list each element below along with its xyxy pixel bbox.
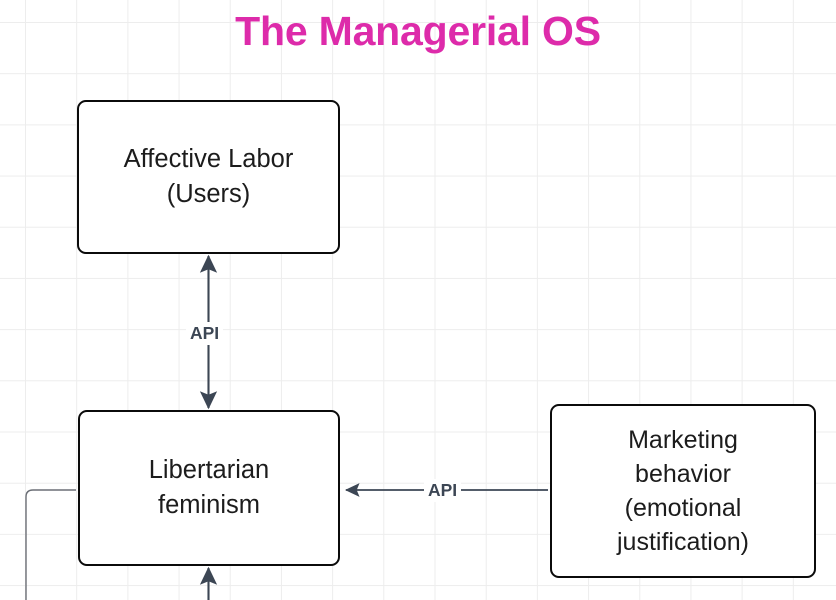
edge-outbound-left (25, 489, 76, 600)
page-title: The Managerial OS (235, 8, 601, 54)
node-marketing-behavior[interactable]: Marketing behavior (emotional justificat… (550, 404, 816, 578)
node-affective-labor[interactable]: Affective Labor (Users) (77, 100, 340, 254)
node-libertarian-feminism-label: Libertarian feminism (148, 456, 270, 519)
edge-label-api-vertical: API (186, 322, 224, 345)
node-affective-labor-label: Affective Labor (Users) (123, 145, 294, 208)
node-marketing-behavior-label: Marketing behavior (emotional justificat… (617, 426, 749, 556)
node-libertarian-feminism[interactable]: Libertarian feminism (78, 410, 340, 566)
edge-label-api-horizontal: API (424, 479, 462, 502)
